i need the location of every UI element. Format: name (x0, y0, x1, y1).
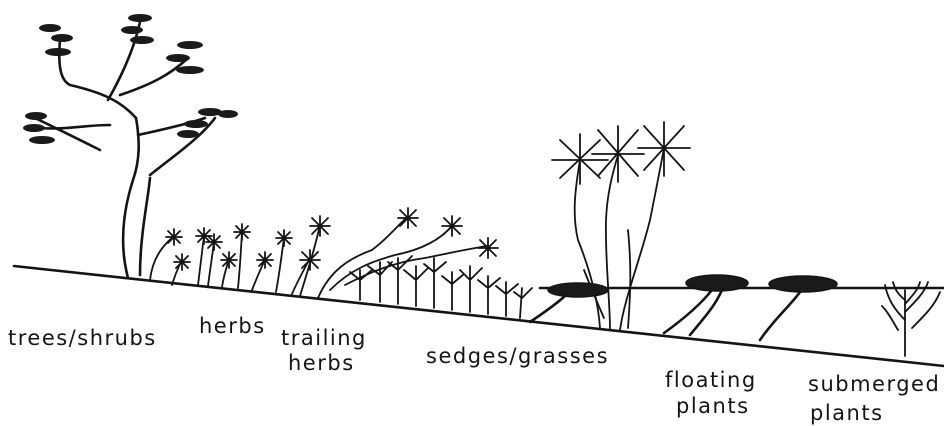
label-trailing-herbs-line1: trailing (281, 326, 367, 350)
label-trees-shrubs: trees/shrubs (8, 326, 157, 350)
label-sedges-grasses: sedges/grasses (426, 344, 609, 368)
sedge-grass-icon (350, 256, 532, 318)
trailing-herbs-icon (318, 208, 498, 298)
label-floating-plants-line1: floating (665, 368, 757, 392)
label-submerged-plants-line2: plants (810, 401, 884, 425)
submerged-plants-icon (882, 282, 940, 356)
floating-plants-icon (530, 275, 837, 340)
label-floating-plants-line2: plants (676, 394, 750, 418)
label-herbs: herbs (199, 314, 266, 338)
label-submerged-plants-line1: submerged (808, 372, 940, 396)
label-trailing-herbs-line2: herbs (288, 351, 355, 375)
emergent-reeds-icon (552, 122, 690, 330)
